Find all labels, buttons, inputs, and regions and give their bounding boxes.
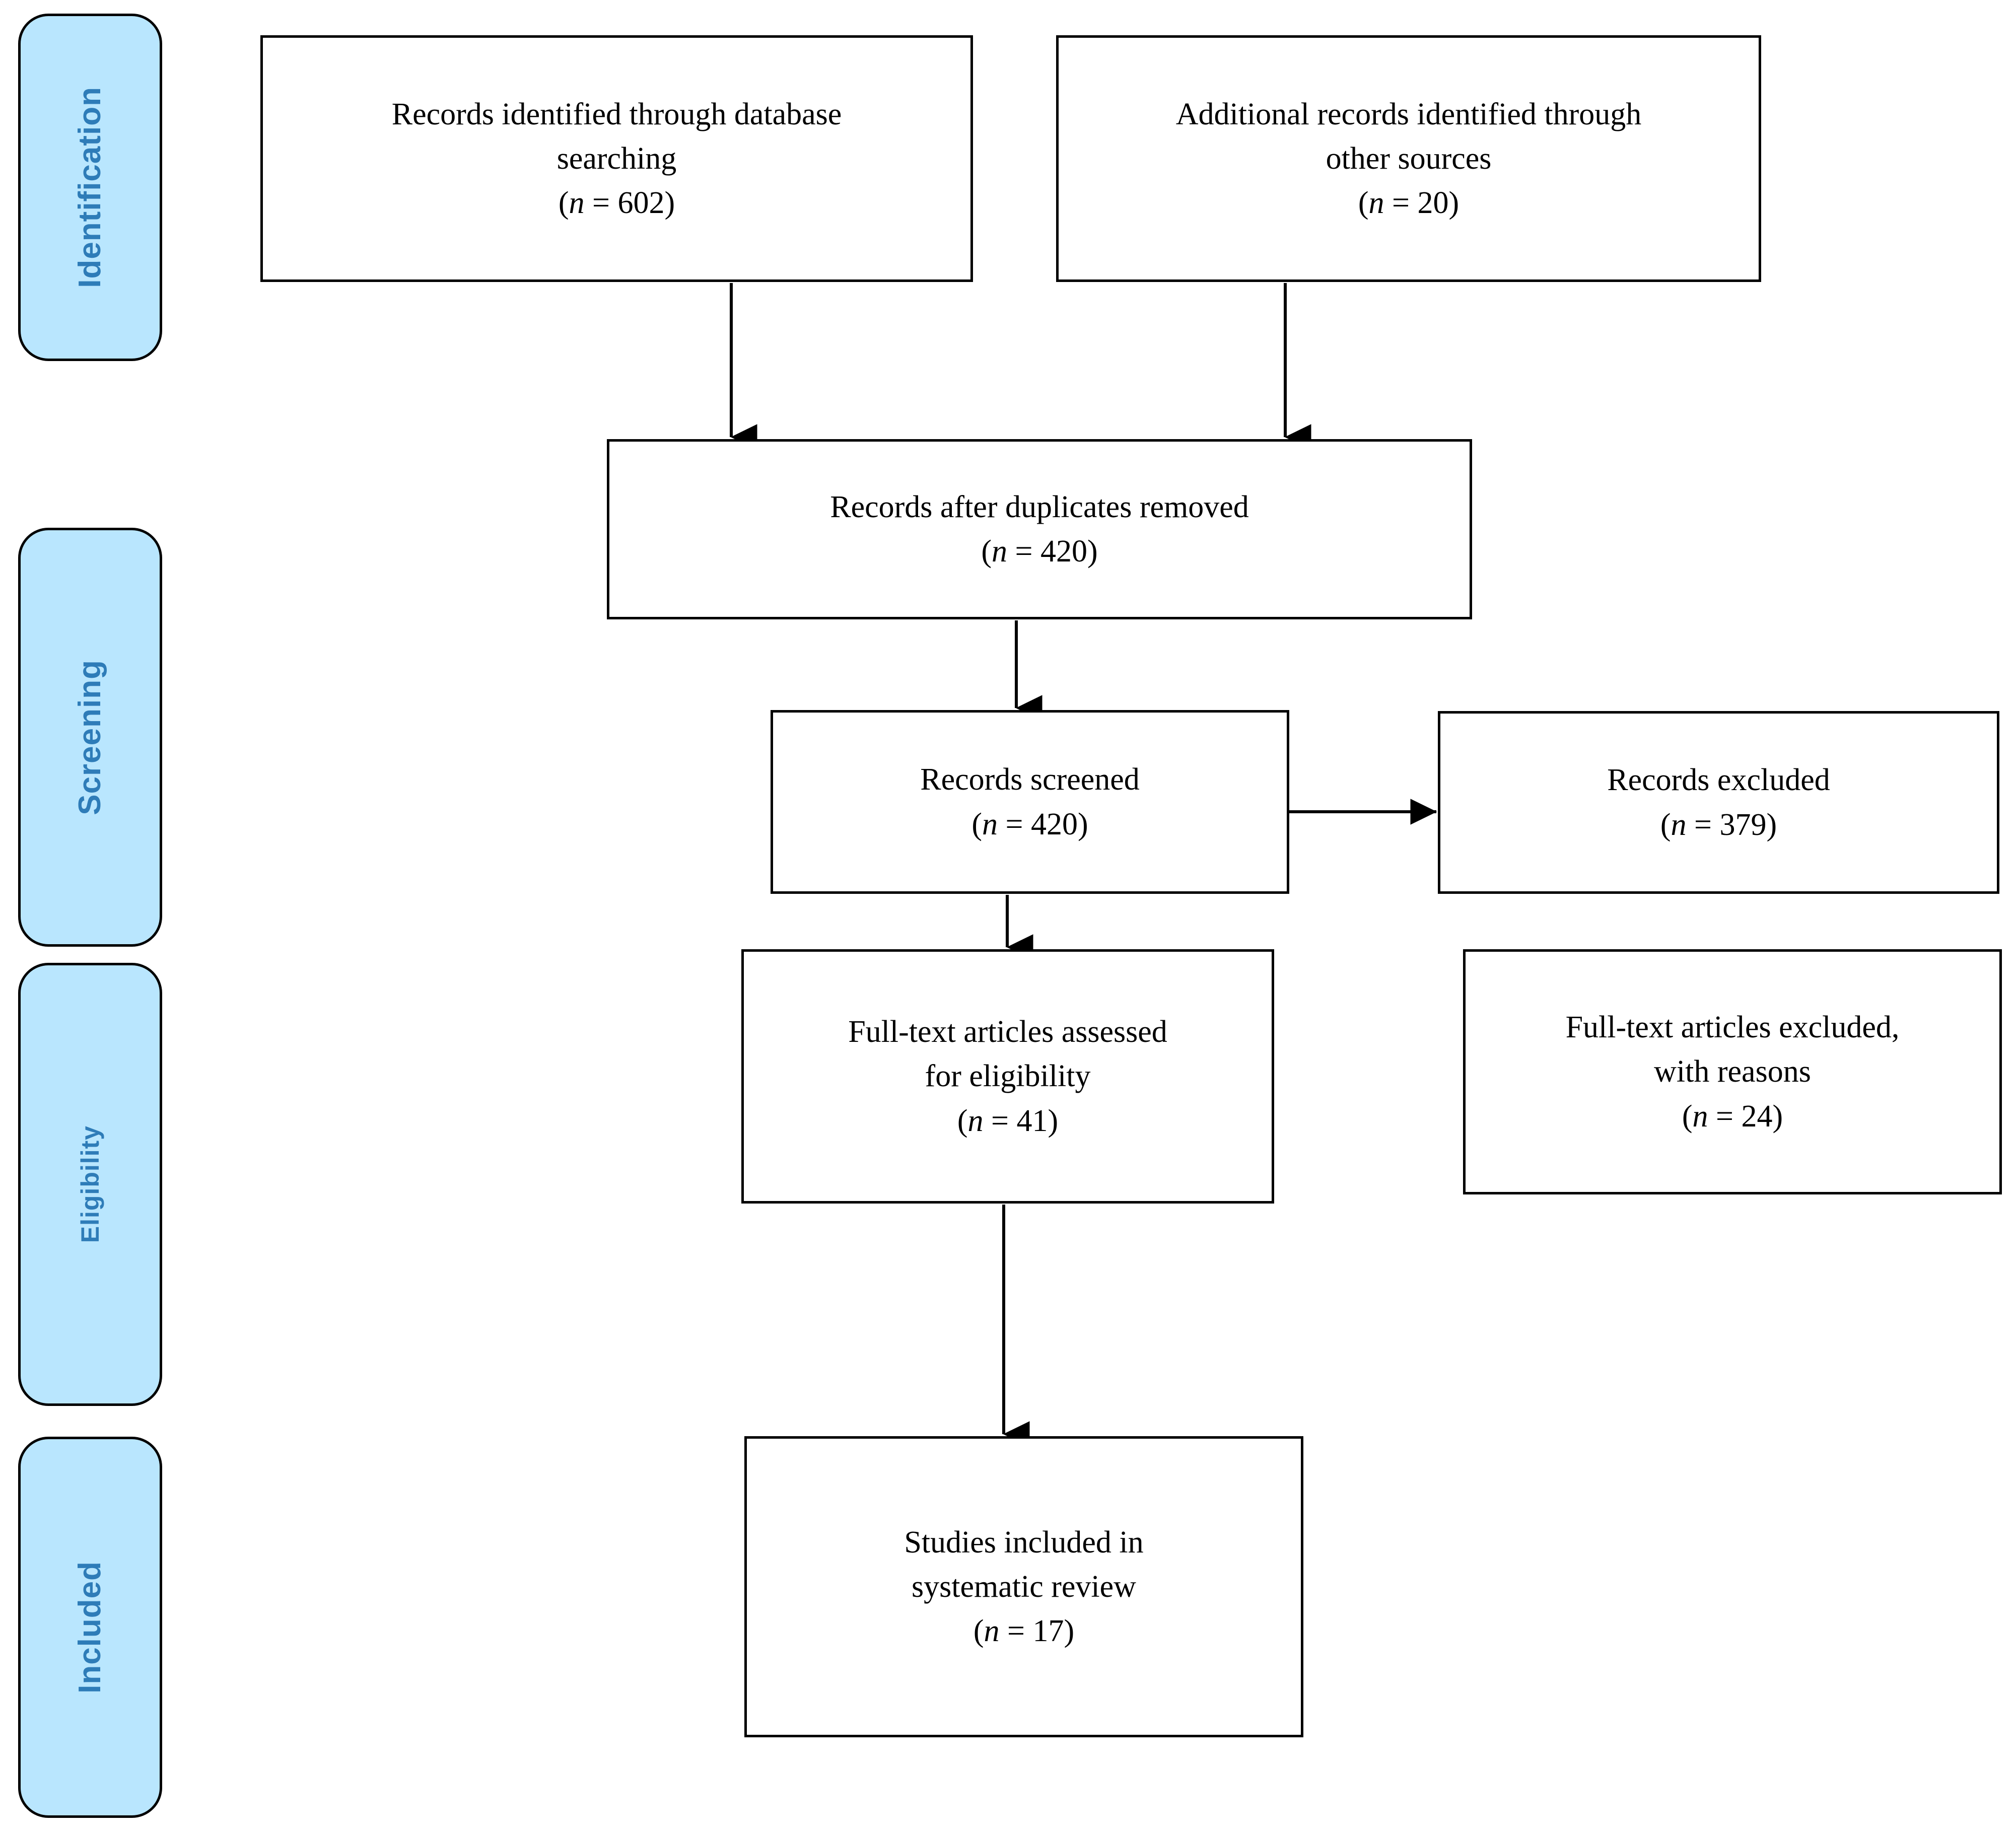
stage-pill-screening: Screening bbox=[18, 528, 162, 947]
flow-box-records-after-duplicates-removed: Records after duplicates removed(n = 420… bbox=[607, 439, 1472, 619]
stage-label-identification: Identification bbox=[73, 87, 107, 288]
stage-pill-eligibility: Eligibility bbox=[18, 963, 162, 1406]
flow-box-fulltext-excluded-with-reasons: Full-text articles excluded,with reasons… bbox=[1463, 949, 2002, 1194]
stage-label-included: Included bbox=[73, 1561, 107, 1693]
flow-box-text: Full-text articles excluded,with reasons… bbox=[1565, 1010, 1900, 1134]
flow-box-text: Records excluded(n = 379) bbox=[1607, 763, 1830, 842]
flow-box-text: Records screened(n = 420) bbox=[920, 762, 1140, 841]
stage-pill-included: Included bbox=[18, 1437, 162, 1818]
flow-box-records-screened: Records screened(n = 420) bbox=[771, 710, 1289, 894]
stage-label-eligibility: Eligibility bbox=[76, 1125, 104, 1243]
flow-box-text: Records after duplicates removed(n = 420… bbox=[830, 489, 1249, 569]
stage-pill-identification: Identification bbox=[18, 14, 162, 361]
flow-box-records-excluded: Records excluded(n = 379) bbox=[1438, 711, 1999, 894]
stage-label-screening: Screening bbox=[73, 659, 107, 815]
